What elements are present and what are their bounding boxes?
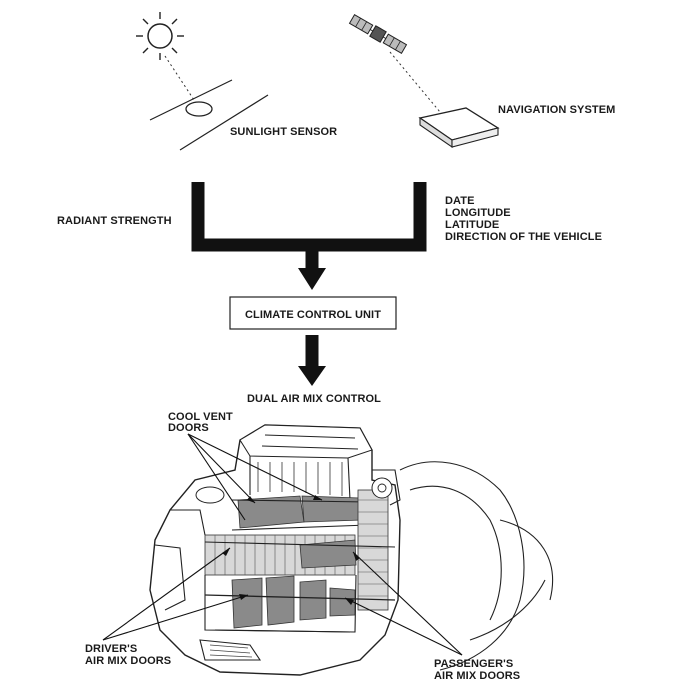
callout-leaders: [102, 433, 463, 656]
actuator-icon: [371, 469, 401, 506]
dual-air-mix-control-label: DUAL AIR MIX CONTROL: [247, 393, 381, 405]
passenger-air-mix-door-1: [299, 579, 327, 621]
climate-control-unit-label: CLIMATE CONTROL UNIT: [245, 309, 381, 321]
satellite-signal: [389, 51, 441, 113]
driver-air-mix-door-2: [265, 575, 295, 626]
sunlight-sensor-label: SUNLIGHT SENSOR: [230, 126, 337, 138]
navigation-unit-icon: [418, 107, 500, 149]
drivers-air-mix-doors-label-line2: AIR MIX DOORS: [85, 655, 171, 667]
signal-flow-arrows: [191, 182, 427, 290]
driver-air-mix-door-1: [231, 577, 263, 629]
nav-output-date: DATE: [445, 195, 475, 207]
cool-vent-door-right: [301, 495, 363, 523]
radiant-strength-label: RADIANT STRENGTH: [57, 215, 172, 227]
nav-outputs-list: DATE LONGITUDE LATITUDE DIRECTION OF THE…: [445, 195, 602, 243]
climate-control-unit-box: [229, 296, 397, 330]
passengers-air-mix-doors-label-line1: PASSENGER'S: [434, 658, 513, 670]
passengers-air-mix-doors-label-line2: AIR MIX DOORS: [434, 670, 520, 682]
nav-output-longitude: LONGITUDE: [445, 207, 511, 219]
nav-output-latitude: LATITUDE: [445, 219, 499, 231]
cool-vent-doors-label-line1: COOL VENT: [168, 411, 233, 423]
nav-output-direction: DIRECTION OF THE VEHICLE: [445, 231, 602, 243]
cool-vent-doors-label-line2: DOORS: [168, 422, 209, 434]
navigation-system-label: NAVIGATION SYSTEM: [498, 104, 615, 116]
drivers-air-mix-doors-label-line1: DRIVER'S: [85, 643, 137, 655]
down-arrow: [298, 335, 326, 386]
hvac-unit-illustration: [149, 424, 554, 676]
sun-icon: [136, 12, 184, 60]
sunlight-sensor-icon: [149, 79, 269, 151]
satellite-icon: [348, 13, 408, 55]
